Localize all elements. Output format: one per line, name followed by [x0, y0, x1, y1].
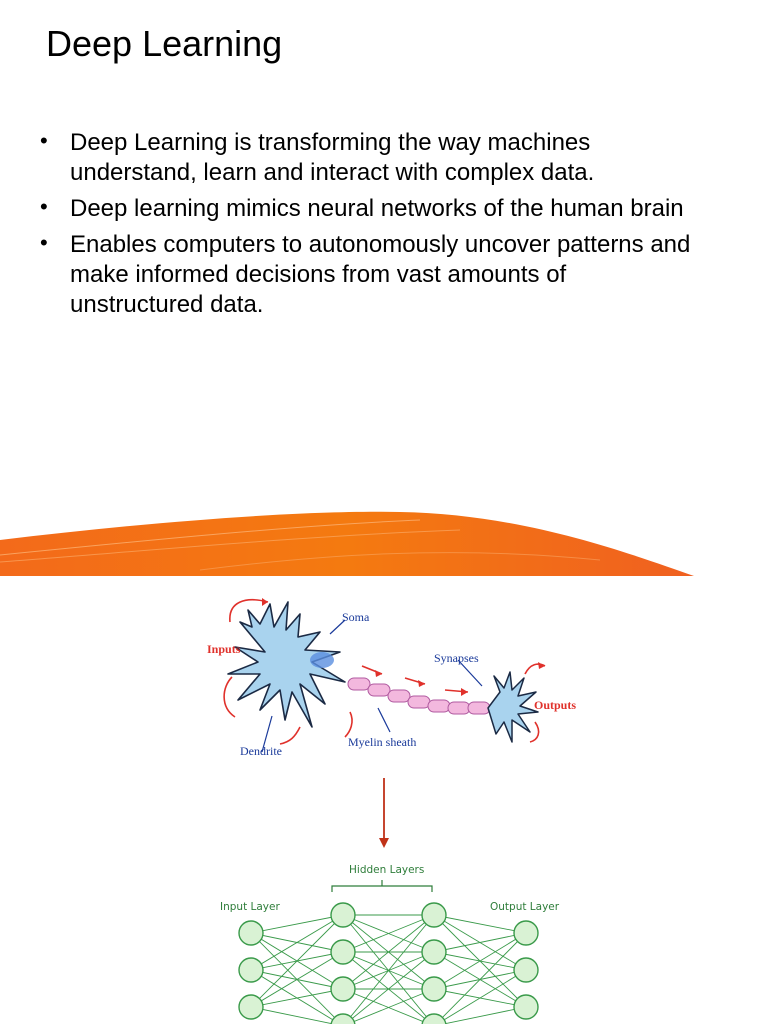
network-edge: [433, 1006, 527, 1027]
network-node: [513, 920, 539, 946]
input-layer-label: Input Layer: [220, 901, 280, 913]
neuron-diagram: Inputs Soma Synapses Outputs Dendrite My…: [200, 592, 600, 762]
bullet-item: • Enables computers to autonomously unco…: [40, 230, 700, 320]
myelin-sheath-label: Myelin sheath: [348, 735, 417, 749]
network-edge: [342, 914, 435, 1027]
network-edge: [250, 988, 344, 1008]
bullet-item: • Deep learning mimics neural networks o…: [40, 194, 700, 224]
synapses-label: Synapses: [434, 651, 479, 665]
bullet-text: Deep Learning is transforming the way ma…: [70, 129, 595, 186]
bullet-item: • Deep Learning is transforming the way …: [40, 128, 700, 188]
network-edge: [433, 932, 527, 990]
bullet-text: Deep learning mimics neural networks of …: [70, 195, 684, 222]
network-node: [238, 994, 264, 1020]
output-layer-label: Output Layer: [490, 901, 560, 913]
network-edge: [342, 914, 435, 990]
network-node: [330, 939, 356, 965]
neuron-illustration: [223, 598, 546, 753]
bullet-list: • Deep Learning is transforming the way …: [40, 128, 700, 326]
dendrite-label: Dendrite: [240, 744, 282, 758]
network-node: [238, 957, 264, 983]
hidden-layers-label: Hidden Layers: [349, 864, 425, 876]
bullet-icon: •: [40, 194, 48, 219]
bullet-text: Enables computers to autonomously uncove…: [70, 231, 691, 318]
network-edge: [433, 914, 527, 934]
orange-wave-decoration: [0, 511, 694, 576]
down-arrow-icon: [379, 778, 389, 848]
network-node: [513, 994, 539, 1020]
network-edge: [250, 969, 344, 1027]
soma-label: Soma: [342, 610, 370, 624]
network-edge: [250, 914, 344, 1008]
slide-title: Deep Learning: [46, 23, 283, 64]
network-edge: [433, 932, 527, 1027]
outputs-label: Outputs: [534, 698, 577, 712]
network-graph: [238, 880, 539, 1029]
network-edge: [250, 1006, 344, 1027]
network-edge: [433, 932, 527, 953]
network-edge: [342, 988, 435, 1027]
network-edge: [433, 969, 527, 1027]
network-node: [330, 976, 356, 1002]
network-node: [421, 902, 447, 928]
network-node: [330, 902, 356, 928]
network-edge: [342, 951, 435, 1027]
network-edge: [250, 914, 344, 971]
network-edge: [342, 914, 435, 953]
network-node: [238, 920, 264, 946]
network-edge: [250, 914, 344, 934]
bullet-icon: •: [40, 230, 48, 255]
inputs-label: Inputs: [207, 642, 241, 656]
neural-network-diagram: Hidden Layers Input Layer Output Layer: [210, 860, 570, 1029]
network-node: [421, 976, 447, 1002]
network-edge: [250, 951, 344, 1008]
network-node: [421, 939, 447, 965]
network-node: [513, 957, 539, 983]
bullet-icon: •: [40, 128, 48, 153]
